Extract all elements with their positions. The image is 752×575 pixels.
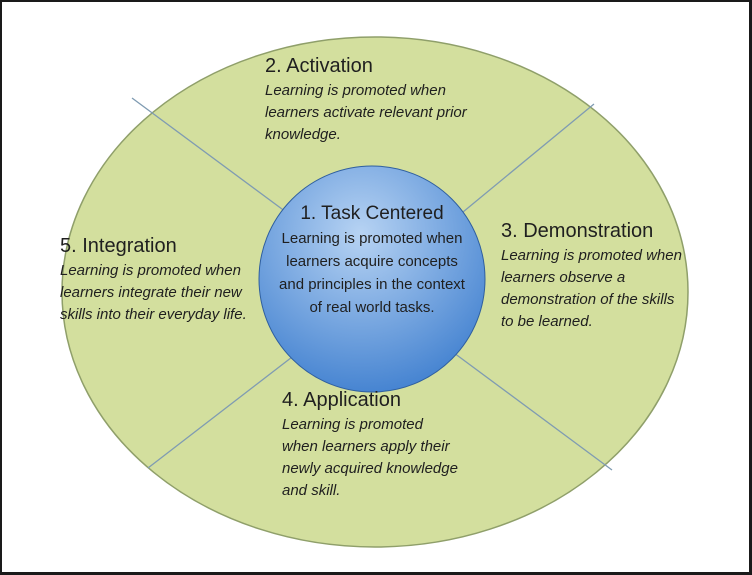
demonstration-label: 3. Demonstration Learning is promoted wh… xyxy=(501,219,691,333)
divider-top-right xyxy=(462,103,595,213)
integration-text: Learning is promoted when learners integ… xyxy=(60,262,247,323)
divider-top-left xyxy=(131,97,287,213)
integration-label: 5. Integration Learning is promoted when… xyxy=(60,234,258,326)
center-circle xyxy=(258,165,486,393)
application-text: Learning is promoted when learners apply… xyxy=(282,416,458,499)
activation-label: 2. Activation Learning is promoted when … xyxy=(265,54,487,146)
activation-title: 2. Activation xyxy=(265,55,373,77)
integration-title: 5. Integration xyxy=(60,235,177,257)
task-centered-text: Learning is promoted when learners acqui… xyxy=(279,230,465,316)
demonstration-text: Learning is promoted when learners obser… xyxy=(501,247,682,330)
application-title: 4. Application xyxy=(282,389,401,411)
activation-text: Learning is promoted when learners activ… xyxy=(265,82,467,143)
divider-bottom-right xyxy=(449,349,613,471)
application-label: 4. Application Learning is promoted when… xyxy=(282,388,460,502)
divider-bottom-left xyxy=(147,353,297,469)
demonstration-title: 3. Demonstration xyxy=(501,220,654,242)
task-centered-title: 1. Task Centered xyxy=(300,203,444,224)
center-label: 1. Task Centered Learning is promoted wh… xyxy=(272,202,472,319)
